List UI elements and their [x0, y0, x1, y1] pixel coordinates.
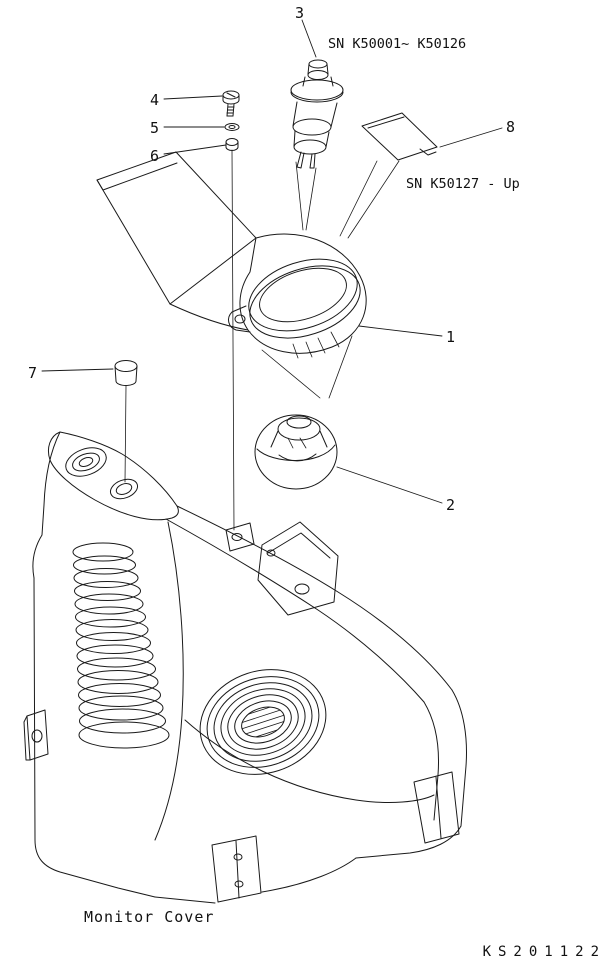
- part-8-plate: [339, 112, 438, 239]
- callout-8: 8: [506, 118, 516, 136]
- part-2-cap: [254, 414, 338, 490]
- speaker-grille: [199, 669, 327, 775]
- part-4-screw: [222, 90, 240, 117]
- part-6-nut: [225, 138, 239, 531]
- leader-lines: [41, 19, 503, 504]
- callout-1: 1: [446, 328, 456, 346]
- part-7-plug: [114, 360, 138, 483]
- serial-note-early: SN K50001~ K50126: [328, 36, 467, 52]
- part-1-monitor-cover: [96, 151, 367, 399]
- callout-7: 7: [28, 364, 38, 382]
- serial-note-late: SN K50127 - Up: [406, 176, 520, 192]
- diagram-title: Monitor Cover: [84, 908, 215, 926]
- drawing-number: KS201122: [482, 944, 606, 960]
- callout-4: 4: [150, 91, 160, 109]
- bellows-boot: [72, 542, 170, 749]
- callout-5: 5: [150, 119, 160, 137]
- console-body: [23, 431, 467, 904]
- callout-6: 6: [150, 147, 160, 165]
- callout-3: 3: [295, 4, 305, 22]
- part-3-switch: [290, 59, 344, 231]
- part-5-washer: [224, 123, 240, 131]
- callout-2: 2: [446, 496, 456, 514]
